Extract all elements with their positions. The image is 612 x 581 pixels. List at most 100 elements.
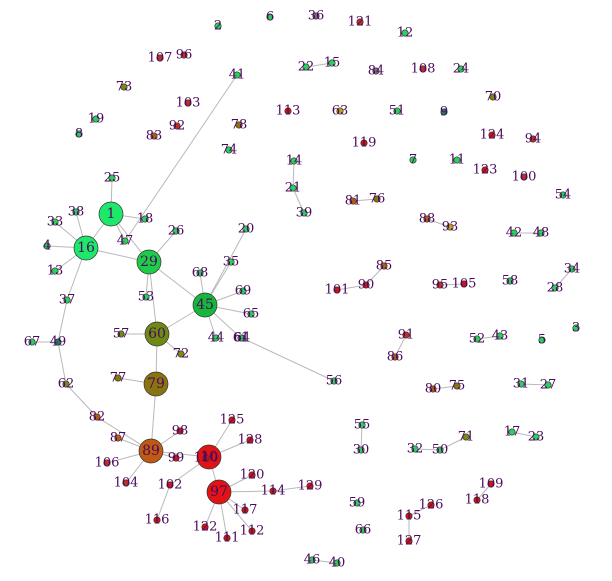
graph-node-56 bbox=[330, 377, 338, 385]
graph-node-33 bbox=[51, 218, 59, 226]
graph-node-label-29: 29 bbox=[140, 254, 158, 270]
graph-node-label-114: 114 bbox=[261, 484, 286, 499]
graph-node-label-121: 121 bbox=[348, 15, 373, 30]
graph-node-11 bbox=[453, 156, 461, 164]
graph-edge-41-47 bbox=[124, 74, 238, 242]
graph-node-62 bbox=[62, 380, 70, 388]
graph-node-37 bbox=[63, 296, 71, 304]
graph-node-91 bbox=[402, 331, 410, 339]
graph-node-113 bbox=[284, 107, 292, 115]
graph-node-35 bbox=[227, 258, 235, 266]
graph-node-54 bbox=[559, 191, 567, 199]
graph-node-label-67: 67 bbox=[24, 335, 41, 350]
graph-node-83 bbox=[150, 132, 158, 140]
graph-edge-21-39 bbox=[292, 187, 305, 214]
graph-edge-17-23 bbox=[511, 431, 537, 438]
graph-node-53 bbox=[142, 293, 150, 301]
graph-node-104 bbox=[122, 479, 130, 487]
graph-node-73 bbox=[120, 83, 128, 91]
graph-node-51 bbox=[393, 107, 401, 115]
graph-node-24 bbox=[457, 65, 465, 73]
graph-node-66 bbox=[359, 526, 367, 534]
graph-node-116 bbox=[153, 516, 161, 524]
graph-node-41 bbox=[233, 71, 241, 79]
graph-node-label-45: 45 bbox=[196, 297, 214, 313]
graph-node-label-69: 69 bbox=[235, 284, 252, 299]
graph-node-8 bbox=[75, 130, 83, 138]
graph-node-48 bbox=[537, 229, 545, 237]
graph-node-label-31: 31 bbox=[513, 377, 530, 392]
graph-edge-32-50 bbox=[414, 448, 441, 451]
graph-edge-34-28 bbox=[554, 268, 573, 289]
graph-node-87 bbox=[114, 434, 122, 442]
graph-node-label-38: 38 bbox=[68, 205, 85, 220]
graph-edge-95-105 bbox=[439, 283, 465, 286]
graph-node-label-104: 104 bbox=[114, 476, 139, 491]
graph-node-105 bbox=[460, 280, 468, 288]
graph-node-label-30: 30 bbox=[353, 443, 370, 458]
graph-node-label-49: 49 bbox=[50, 335, 67, 350]
graph-edge-55-30 bbox=[360, 424, 363, 451]
graph-edge-46-40 bbox=[311, 559, 338, 564]
graph-node-label-6: 6 bbox=[266, 10, 274, 25]
graph-node-70 bbox=[489, 93, 497, 101]
graph-node-label-10: 10 bbox=[200, 449, 218, 465]
graph-node-5 bbox=[538, 336, 546, 344]
graph-node-label-89: 89 bbox=[142, 443, 160, 459]
graph-node-label-57: 57 bbox=[113, 327, 130, 342]
graph-node-label-23: 23 bbox=[528, 430, 545, 445]
graph-node-78 bbox=[235, 121, 243, 129]
graph-edge-102-116 bbox=[156, 484, 171, 521]
graph-edge-114-129 bbox=[272, 485, 311, 492]
graph-node-122 bbox=[201, 523, 209, 531]
graph-node-69 bbox=[239, 287, 247, 295]
graph-node-label-94: 94 bbox=[525, 132, 542, 147]
graph-node-25 bbox=[108, 174, 116, 182]
graph-node-label-11: 11 bbox=[449, 153, 466, 168]
graph-node-12 bbox=[401, 29, 409, 37]
graph-node-52 bbox=[473, 335, 481, 343]
graph-node-label-84: 84 bbox=[368, 64, 385, 79]
graph-node-label-63: 63 bbox=[332, 104, 349, 119]
graph-node-123 bbox=[481, 166, 489, 174]
graph-node-7 bbox=[409, 156, 417, 164]
graph-node-label-100: 100 bbox=[512, 170, 537, 185]
graph-node-63 bbox=[336, 107, 344, 115]
graph-node-126 bbox=[427, 501, 435, 509]
graph-node-label-65: 65 bbox=[243, 307, 260, 322]
graph-node-42 bbox=[510, 229, 518, 237]
graph-node-label-39: 39 bbox=[296, 206, 313, 221]
graph-node-label-115: 115 bbox=[397, 509, 422, 524]
graph-node-100 bbox=[520, 173, 528, 181]
graph-node-77 bbox=[114, 374, 122, 382]
graph-node-label-51: 51 bbox=[389, 104, 406, 119]
graph-node-88 bbox=[423, 215, 431, 223]
graph-node-label-53: 53 bbox=[138, 290, 155, 305]
graph-node-label-75: 75 bbox=[449, 379, 466, 394]
graph-node-label-59: 59 bbox=[349, 496, 366, 511]
graph-node-127 bbox=[405, 537, 413, 545]
graph-node-label-68: 68 bbox=[192, 266, 209, 281]
graph-node-label-107: 107 bbox=[148, 51, 173, 66]
graph-node-label-119: 119 bbox=[352, 136, 377, 151]
graph-node-102 bbox=[166, 481, 174, 489]
graph-node-label-102: 102 bbox=[158, 478, 183, 493]
graph-node-label-77: 77 bbox=[110, 371, 127, 386]
graph-node-38 bbox=[72, 208, 80, 216]
graph-node-label-82: 82 bbox=[89, 410, 106, 425]
graph-node-45 bbox=[192, 292, 218, 318]
graph-node-label-61: 61 bbox=[233, 331, 250, 346]
graph-node-68 bbox=[196, 269, 204, 277]
graph-node-label-2: 2 bbox=[214, 19, 222, 34]
graph-node-59 bbox=[353, 499, 361, 507]
graph-node-49 bbox=[54, 338, 62, 346]
graph-node-58 bbox=[506, 277, 514, 285]
graph-node-82 bbox=[93, 413, 101, 421]
graph-node-13 bbox=[51, 267, 59, 275]
graph-edge-85-90 bbox=[365, 265, 385, 286]
graph-node-9 bbox=[440, 108, 448, 116]
graph-edge-88-93 bbox=[426, 218, 451, 228]
graph-node-label-42: 42 bbox=[506, 226, 523, 241]
graph-node-96 bbox=[180, 51, 188, 59]
graph-node-86 bbox=[391, 353, 399, 361]
